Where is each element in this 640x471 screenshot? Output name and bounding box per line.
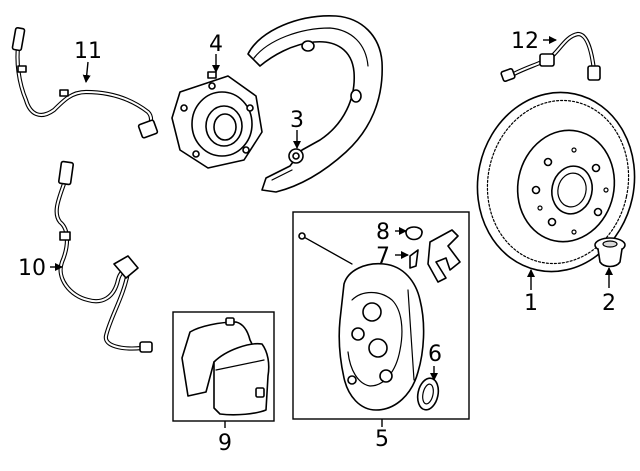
leader-lines [50, 36, 613, 428]
brake-pads [181, 317, 270, 416]
brake-pads-box [172, 311, 275, 422]
rotor-plug [594, 237, 626, 268]
caliper-box [292, 211, 470, 420]
brake-rotor [476, 91, 636, 273]
callout-7: 7 [376, 244, 390, 269]
callout-11: 11 [74, 39, 102, 64]
callout-1: 1 [524, 291, 538, 316]
callout-8: 8 [376, 220, 390, 245]
callouts: 11 4 3 12 1 2 10 8 7 6 9 5 [18, 29, 616, 456]
callout-4: 4 [209, 32, 223, 57]
speed-sensor-lower [54, 160, 153, 353]
callout-6: 6 [428, 342, 442, 367]
callout-12: 12 [511, 29, 539, 54]
wear-sensor-upper [11, 26, 159, 139]
speed-sensor-upper [500, 31, 601, 82]
callout-5: 5 [375, 427, 389, 452]
callout-10: 10 [18, 256, 46, 281]
callout-2: 2 [602, 291, 616, 316]
splash-shield [247, 15, 383, 193]
caliper-assembly [298, 226, 461, 411]
wheel-hub [171, 71, 263, 169]
callout-9: 9 [218, 431, 232, 456]
callout-3: 3 [290, 108, 304, 133]
